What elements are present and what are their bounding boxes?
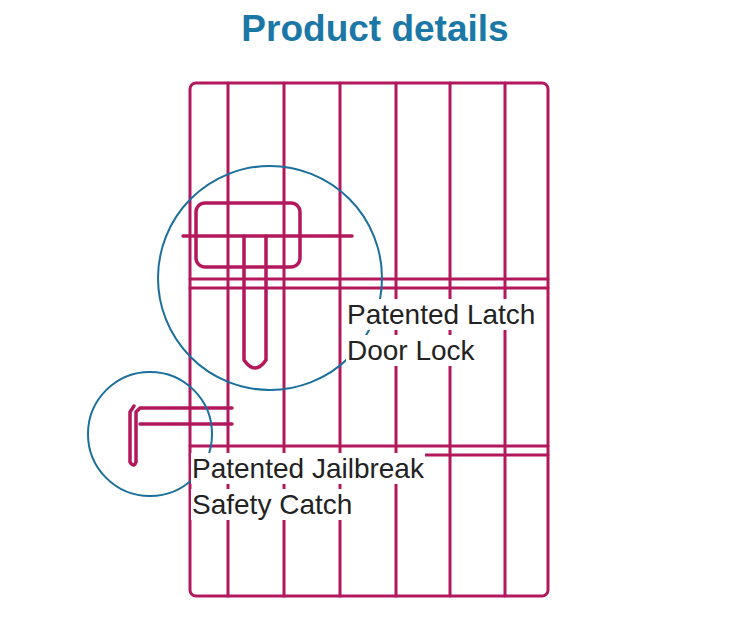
callout-label: Patented Latch Door Lock	[346, 299, 536, 366]
vertical-bar	[504, 83, 507, 596]
cross-bar	[190, 445, 548, 448]
callout-label: Patented Jailbreak Safety Catch	[191, 453, 425, 520]
door-grid	[190, 83, 548, 596]
latch-lock	[183, 203, 352, 368]
door-frame	[190, 83, 548, 596]
catch-bar	[140, 422, 232, 426]
callout-label-box: Patented Jailbreak Safety Catch	[191, 451, 486, 523]
page-title: Product details	[0, 8, 750, 50]
callout-label-box: Patented Latch Door Lock	[346, 297, 591, 369]
latch-handle	[244, 236, 266, 368]
